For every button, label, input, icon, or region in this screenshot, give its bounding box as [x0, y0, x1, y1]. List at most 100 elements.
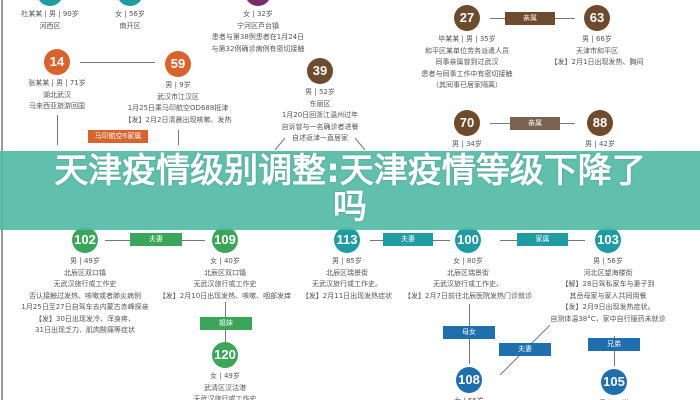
case-detail-line: 女 | 56岁: [115, 10, 145, 18]
case-detail-line: 男 | 49岁: [70, 257, 100, 265]
case-node: 杜某某 | 男 | 90岁河西区: [0, 0, 150, 32]
case-detail-line: 31日出现乏力、肌肉酸痛等症状: [35, 326, 135, 334]
relation-label: 亲属: [510, 117, 560, 130]
case-detail-line: 男 | 52岁: [305, 88, 335, 96]
title-banner: [0, 151, 700, 230]
case-detail-line: 自测体温38°C，家中自行服药未就诊: [550, 314, 666, 323]
case-detail-line: 男 | 9岁: [165, 81, 191, 89]
case-node: 108 女 | 55岁: [369, 367, 569, 400]
relation-label: 亲属: [505, 12, 555, 25]
case-detail-line: 北辰区双口镇: [64, 268, 106, 277]
case-detail-line: （其同事已居家隔离）: [432, 81, 502, 89]
case-node: 70 男 | 34岁: [367, 110, 567, 151]
case-node: 113 男 | 85岁北辰区瑞景街无武汉旅行或工作史。【发】2月11日出现发热症状: [247, 227, 447, 302]
case-number-badge: [245, 0, 271, 6]
connector-line: [274, 137, 286, 151]
case-detail-line: 河西区: [39, 21, 61, 30]
case-detail-line: 【发】2月2日清晨出现咳嗽、发热: [124, 115, 232, 124]
case-detail-line: 【发】2月10日出现发热、咳嗽、咽部发痒: [158, 291, 292, 300]
case-detail-line: 其岳母家与家人共同用餐: [569, 291, 647, 300]
case-detail-line: 女 | 80岁: [453, 257, 483, 265]
case-detail-line: 北辰区双口镇: [204, 268, 246, 277]
case-node: 109 女 | 40岁北辰区双口镇无武汉旅行或工作史【发】2月10日出现发热、咳嗽…: [125, 227, 325, 302]
case-detail-line: 【解】28日驾私家车与妻子到: [561, 280, 655, 288]
case-detail-line: 与第32例确诊病例有密切接触: [211, 44, 305, 53]
case-detail-line: 天津市和平区: [576, 46, 618, 55]
case-detail-line: 宁河区芦台镇: [237, 21, 279, 30]
case-detail-line: 男 | 85岁: [332, 257, 362, 265]
case-detail-line: 【发】2月9日出现发热症状。: [561, 303, 655, 311]
case-number-badge: 120: [212, 342, 238, 368]
relation-label: 夫妻: [499, 343, 551, 356]
case-node: 100 女 | 80岁北辰区瑞景街无武汉旅行或工作史。【发】2月7日前往北辰医院发…: [368, 227, 568, 302]
case-number-badge: 63: [584, 5, 610, 31]
case-number-badge: [117, 0, 143, 6]
connector-line: [80, 62, 155, 63]
case-detail-line: 女 | 55岁: [369, 396, 569, 400]
case-detail-line: 自诉曾与一名确诊者进餐: [281, 122, 359, 131]
case-detail-line: 【发】30日出现发冷、浑身疼、: [35, 314, 135, 323]
case-detail-line: 男 | 56岁: [593, 257, 623, 265]
case-node: 88 男 | 42岁: [500, 110, 700, 151]
case-detail-line: 男 | 34岁: [452, 140, 482, 148]
case-detail-line: 无武汉旅行或工作史: [53, 280, 117, 288]
case-detail-line: 【发】2月11日出现发热症状: [301, 291, 393, 300]
case-node: 103 男 | 56岁河北区望海楼街【解】28日驾私家车与妻子到其岳母家与家人共同…: [508, 227, 700, 325]
case-node: 105男 | 53岁: [514, 369, 700, 400]
case-detail-line: 湖北武汉: [43, 90, 71, 99]
relation-label: 家属: [517, 233, 568, 246]
case-detail-line: 1月25日至27日自驾车去内蒙古赤峰探亲: [21, 303, 149, 311]
case-number-badge: 88: [587, 110, 613, 136]
case-detail-line: 北辰区瑞景街: [447, 268, 489, 277]
case-detail-line: 自述返津一直居家: [292, 134, 348, 142]
case-number-badge: 102: [72, 227, 98, 253]
case-number-badge: 14: [44, 49, 70, 75]
case-detail-line: 河北区望海楼街: [583, 268, 633, 277]
case-number-badge: 108: [456, 367, 482, 393]
case-number-badge: 113: [334, 227, 360, 253]
case-detail-line: 患者与同事工作中有密切接触: [421, 69, 513, 78]
case-node: 女 | 32岁宁河区芦台镇患者与第38例患者在1月24日与第32例确诊病例有密切…: [158, 0, 358, 55]
case-detail-line: 同事亲属曾到过武汉: [435, 58, 499, 66]
case-detail-line: 男 | 42岁: [585, 140, 615, 148]
case-detail-line: 张某某 | 男 | 71岁: [28, 79, 86, 87]
case-detail-line: 【发】2月7日前往北辰医院发热门诊就诊: [404, 291, 532, 300]
relation-label: 母女: [443, 326, 495, 339]
page-title: 天津疫情级别调整:天津疫情等级下降了吗: [54, 151, 646, 227]
case-detail-line: 男 | 66岁: [582, 35, 612, 43]
case-detail-line: 南开区: [119, 21, 141, 30]
relation-label: 姐妹: [200, 317, 252, 330]
connector-line: [178, 130, 179, 145]
case-node: 女 | 56岁南开区: [30, 0, 230, 32]
case-detail-line: 女 | 32岁: [243, 10, 273, 18]
case-number-badge: 70: [454, 110, 480, 136]
case-detail-line: 杜某某 | 男 | 90岁: [21, 10, 79, 18]
relation-label: 兄弟: [588, 338, 640, 351]
case-detail-line: 武汉市江汉区: [157, 92, 199, 101]
case-number-badge: 59: [165, 51, 191, 77]
connector-line: [614, 336, 615, 366]
case-number-badge: 39: [307, 58, 333, 84]
case-detail-line: 患者与第38例患者在1月24日: [211, 33, 305, 41]
case-detail-line: 无武汉旅行或工作史: [193, 280, 257, 288]
connector-line: [57, 115, 58, 145]
case-number-badge: 105: [601, 369, 627, 395]
case-number-badge: 109: [212, 227, 238, 253]
case-detail-line: 武清区汉沽港: [204, 383, 246, 392]
relation-label: 夫妻: [130, 233, 182, 246]
case-detail-line: 无武汉旅行或工作史。: [312, 280, 382, 288]
case-number-badge: 100: [455, 227, 481, 253]
case-detail-line: 无武汉旅行或工作史。: [433, 280, 503, 288]
case-detail-line: 毕某某 | 男 | 35岁: [438, 35, 496, 43]
case-number-badge: 27: [454, 5, 480, 31]
case-detail-line: 女 | 40岁: [210, 257, 240, 265]
relation-label: 夫妻: [383, 233, 433, 246]
case-number-badge: 103: [595, 227, 621, 253]
connector-line: [354, 137, 366, 151]
case-detail-line: 北辰区瑞景街: [326, 268, 368, 277]
